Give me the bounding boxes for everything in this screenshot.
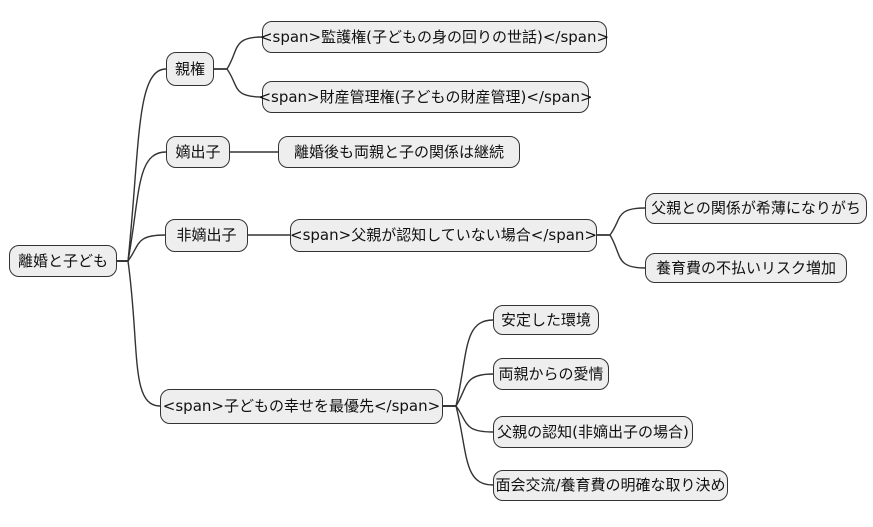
edge-root-illegitimate-child xyxy=(117,234,166,262)
node-legitimate-child[interactable]: 嫡出子 xyxy=(166,136,230,168)
edge-no-recognition-weak-relationship xyxy=(597,207,646,236)
edge-no-recognition-unpaid-support xyxy=(597,234,646,269)
edge-happiness-love-from-parents xyxy=(443,373,494,407)
node-father-no-recognition[interactable]: <span>父親が認知していない場合</span> xyxy=(290,219,597,252)
node-child-happiness-priority[interactable]: <span>子どもの幸せを最優先</span> xyxy=(160,389,443,424)
node-visitation-support-agreement[interactable]: 面会交流/養育費の明確な取り決め xyxy=(493,470,728,501)
node-unpaid-support-risk[interactable]: 養育費の不払いリスク増加 xyxy=(645,253,847,283)
edge-parental-authority-custody xyxy=(214,36,263,70)
node-root-divorce-and-children[interactable]: 離婚と子ども xyxy=(9,245,117,277)
edge-root-parental-authority xyxy=(117,68,167,262)
node-custody-right[interactable]: <span>監護権(子どもの身の回りの世話)</span> xyxy=(260,21,609,53)
edge-happiness-stable-environment xyxy=(443,319,494,407)
edge-happiness-father-recognition xyxy=(443,405,494,433)
node-love-from-parents[interactable]: 両親からの愛情 xyxy=(493,358,609,390)
node-illegitimate-child[interactable]: 非嫡出子 xyxy=(165,219,248,252)
node-weak-father-relationship[interactable]: 父親との関係が希薄になりがち xyxy=(645,193,867,224)
edge-happiness-visitation-agreement xyxy=(443,405,494,486)
node-father-recognition[interactable]: 父親の認知(非嫡出子の場合) xyxy=(493,416,693,448)
edge-parental-authority-property xyxy=(214,68,263,98)
node-parental-authority[interactable]: 親権 xyxy=(166,52,214,86)
node-relationship-continues-after-divorce[interactable]: 離婚後も両親と子の関係は継続 xyxy=(278,136,520,168)
edge-root-legitimate-child xyxy=(117,151,167,262)
edge-root-child-happiness xyxy=(117,260,161,407)
node-stable-environment[interactable]: 安定した環境 xyxy=(493,305,599,335)
node-property-management-right[interactable]: <span>財産管理権(子どもの財産管理)</span> xyxy=(258,81,593,113)
